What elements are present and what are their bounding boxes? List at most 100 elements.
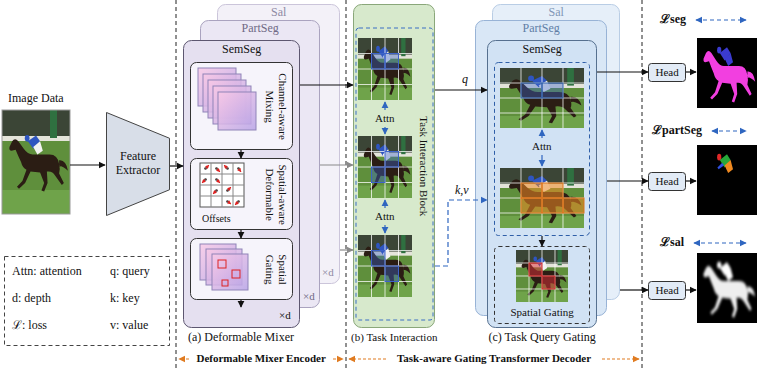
section-divider-part (346, 0, 347, 368)
key-value-image-part-part (521, 183, 542, 198)
head-box-outline (649, 282, 686, 300)
head-box: Head (648, 63, 686, 82)
gating-image-part (542, 276, 555, 289)
section-divider-part (176, 0, 177, 368)
attention-box-outline (495, 63, 590, 236)
spatial-gating-figure-part (200, 244, 248, 290)
key-value-image-part-part (563, 198, 584, 213)
block-label: Spatial-aware Deformable (263, 162, 288, 226)
panel-caption: (b) Task Interaction (351, 331, 437, 344)
key-value-image (500, 168, 584, 228)
attention-arrow-part (384, 127, 385, 134)
gating-image-part (516, 250, 568, 302)
task-card-outline (488, 41, 597, 328)
task-card: PartSeg (475, 20, 607, 316)
attention-arrow-part (384, 200, 385, 208)
output-mask-part (697, 145, 757, 215)
block-label: Task Interaction Block (417, 8, 430, 324)
query-image-part (500, 68, 584, 128)
repeat-count: ×d (303, 290, 315, 303)
deformable-grid-figure (200, 163, 244, 207)
deformable-grid-figure-part-part (217, 169, 221, 173)
input-photo-part (9, 135, 68, 192)
input-label: Image Data (8, 92, 64, 106)
flow-arrow (240, 300, 241, 307)
mixer-block-outline (191, 63, 293, 150)
span-arrow-part (333, 358, 343, 359)
deformable-grid-figure-part (204, 167, 240, 203)
mixer-block: Spatial Gating (190, 238, 293, 300)
task-card-outline (184, 41, 300, 328)
feature-extractor-outline (107, 113, 170, 216)
block-label: Spatial Gating (511, 306, 574, 319)
head-box-outline (649, 173, 686, 191)
head-output-arrow-part (686, 289, 696, 290)
attention-arrow-part (384, 102, 385, 110)
loss-label: ℒsal (660, 236, 684, 250)
input-photo-part (50, 110, 57, 138)
task-feature-image-part (358, 235, 412, 297)
deformable-grid-figure-part-part (213, 191, 217, 195)
span-arrow-part (602, 358, 639, 359)
connector-arrow (541, 236, 542, 246)
task-name: PartSeg (242, 22, 279, 36)
input-photo-part (2, 110, 70, 214)
input-photo-part (2, 110, 70, 140)
connector-arrow (597, 71, 648, 72)
query-image-part (500, 68, 584, 128)
deformable-grid-figure-part-part (228, 202, 232, 205)
connector-arrow (170, 165, 183, 166)
task-feature-image-part (358, 38, 412, 100)
connector-arrow (620, 289, 648, 290)
attention-label: Attn (375, 112, 395, 125)
spatial-gating-figure-part-part (212, 254, 248, 290)
output-mask-part (697, 38, 757, 108)
spatial-gating-figure-part-part (232, 270, 240, 278)
spatial-gating-figure (200, 244, 248, 290)
head-label: Head (656, 175, 679, 188)
task-feature-image-part (372, 251, 386, 267)
head-box: Head (648, 281, 686, 300)
head-label: Head (656, 66, 679, 79)
gating-box-outline (495, 247, 590, 324)
output-mask-part (697, 253, 757, 323)
input-photo-part (2, 110, 70, 214)
mixer-block-outline (191, 159, 293, 230)
deformable-grid-figure-part (200, 163, 244, 207)
span-arrow-part (349, 358, 386, 359)
task-interaction-panel-outline (354, 5, 435, 328)
abbreviation: Attn: attention (12, 265, 82, 279)
task-feature-image-part (358, 136, 412, 198)
block-label: Channel-aware Mixing (263, 66, 288, 146)
gating-image-part (516, 250, 568, 302)
task-feature-image-part (358, 235, 412, 297)
task-feature-image-part (385, 152, 399, 168)
deformable-grid-figure-part-part (217, 180, 221, 184)
loss-arrow-part (696, 19, 746, 20)
section-label: Task-aware Gating Transformer Decoder (395, 352, 593, 365)
attention-arrow-part (384, 225, 385, 233)
head-output-arrow (686, 72, 696, 290)
offset-label: Offsets (202, 213, 231, 225)
task-feature-image-part (358, 136, 412, 198)
connector-arrow (340, 249, 353, 250)
deformable-grid-figure-part-part (224, 165, 228, 169)
module-label: Feature Extractor (109, 150, 167, 178)
deformable-grid-figure-part-part (206, 165, 210, 169)
section-divider-part (642, 0, 643, 368)
task-interaction-panel: AttnAttnTask Interaction Block (353, 4, 435, 328)
query-image (500, 68, 584, 128)
head-output-arrow-part (686, 180, 696, 181)
loss-label: ℒpartSeg (652, 124, 702, 138)
spatial-gating-figure-part (218, 260, 240, 286)
task-name: Sal (271, 6, 286, 20)
task-feature-image-part (358, 38, 412, 100)
section-divider (176, 0, 642, 368)
section-label: Deformable Mixer Encoder (195, 352, 328, 365)
attention-box: Attn (494, 62, 590, 236)
connector-arrow (435, 89, 487, 90)
attention-arrow-part (541, 130, 542, 138)
